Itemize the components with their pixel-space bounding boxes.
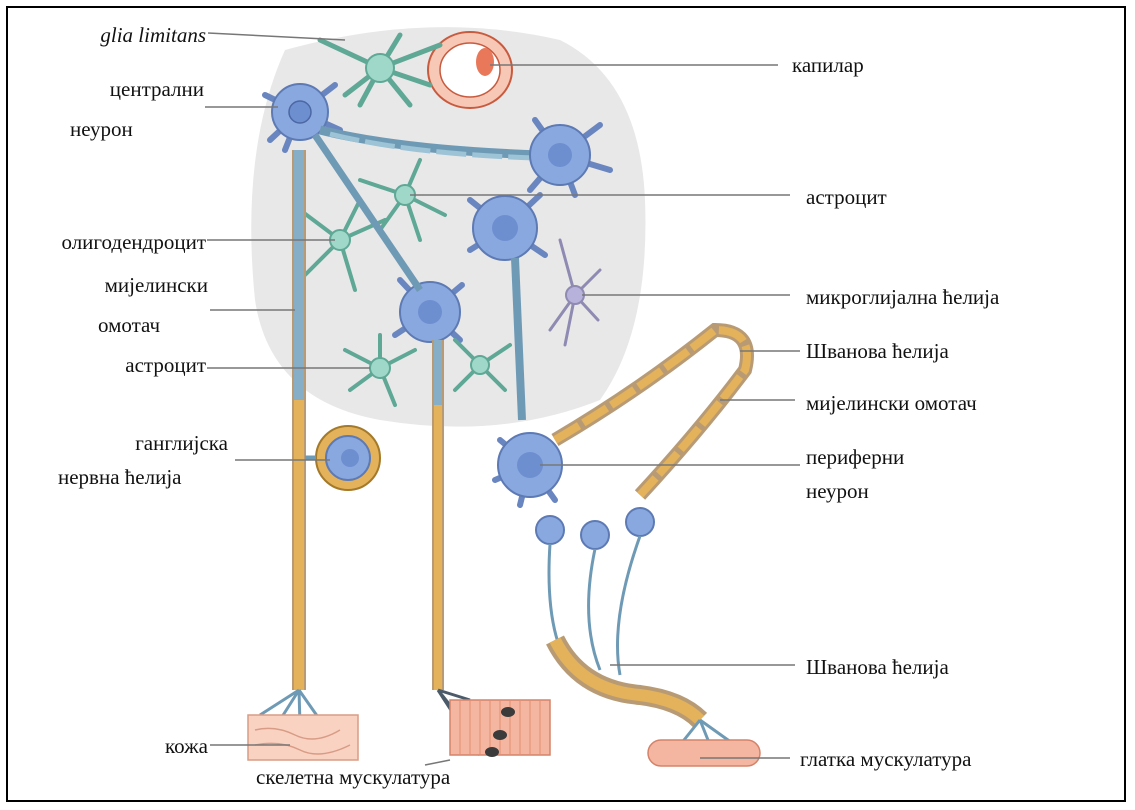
label-glia-limitans: glia limitans xyxy=(20,22,206,48)
label-astrocyte-left: астроцит xyxy=(20,352,206,378)
label-myelin-right: мијелински омотач xyxy=(806,390,977,416)
label-skeletal-muscle: скелетна мускулатура xyxy=(256,764,450,790)
label-ganglion-cell-1: ганглијска xyxy=(20,430,228,456)
label-schwann-cell-top: Шванова ћелија xyxy=(806,338,949,364)
label-astrocyte-right: астроцит xyxy=(806,184,887,210)
label-oligodendrocyte: олигодендроцит xyxy=(10,229,206,255)
label-myelin-left-1: мијелински xyxy=(20,272,208,298)
ganglion-cell-icon xyxy=(305,426,380,490)
label-myelin-left-2: омотач xyxy=(98,312,160,338)
label-schwann-cell-bottom: Шванова ћелија xyxy=(806,654,949,680)
label-central-neuron-1: централни xyxy=(20,76,204,102)
skin-icon xyxy=(248,715,358,760)
label-skin: кожа xyxy=(20,733,208,759)
peripheral-neuron-icon xyxy=(495,433,562,505)
label-peripheral-neuron-2: неурон xyxy=(806,478,869,504)
label-microglial-cell: микроглијална ћелија xyxy=(806,284,999,310)
label-ganglion-cell-2: нервна ћелија xyxy=(58,464,181,490)
label-smooth-muscle: глатка мускулатура xyxy=(800,746,972,772)
skeletal-muscle-icon xyxy=(450,700,550,757)
label-central-neuron-2: неурон xyxy=(70,116,133,142)
label-capillary: капилар xyxy=(792,52,864,78)
label-peripheral-neuron-1: периферни xyxy=(806,444,904,470)
smooth-muscle-icon xyxy=(648,740,760,766)
